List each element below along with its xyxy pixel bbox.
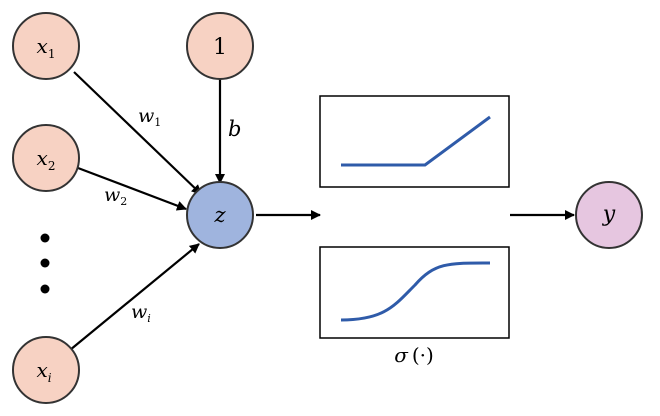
edge-x1-z xyxy=(73,71,202,195)
svg-text:x2: x2 xyxy=(37,146,56,173)
input-node-x2: x2 xyxy=(12,124,80,192)
ellipsis-dot xyxy=(40,258,50,268)
node-x1-sub: 1 xyxy=(48,47,56,61)
svg-text:xi: xi xyxy=(36,358,51,385)
input-node-xi: xi xyxy=(12,336,80,404)
edge-x2-z xyxy=(77,166,187,211)
node-x1-var: x xyxy=(37,34,48,58)
weight-label-w2: w2 xyxy=(104,184,127,208)
node-xi-sub: i xyxy=(48,371,52,385)
node-y-label: y xyxy=(602,202,616,227)
node-x2-sub: 2 xyxy=(48,159,56,173)
summation-node-z: z xyxy=(186,181,254,249)
output-node-y: y xyxy=(575,181,643,249)
bias-node: 1 xyxy=(186,12,254,80)
node-x2-var: x xyxy=(37,146,48,170)
edge-xi-z xyxy=(69,243,200,351)
weight-label-wi: wi xyxy=(131,301,151,325)
input-node-x1: x1 xyxy=(12,12,80,80)
ellipsis-dot xyxy=(40,284,50,294)
relu-curve xyxy=(341,115,491,167)
sigmoid-activation-box xyxy=(319,246,510,339)
bias-label-b: b xyxy=(228,117,241,141)
svg-text:x1: x1 xyxy=(37,34,56,61)
ellipsis-dot xyxy=(40,233,50,243)
bias-node-label: 1 xyxy=(213,35,227,60)
node-z-label: z xyxy=(213,203,226,227)
relu-activation-box xyxy=(319,95,510,188)
node-xi-var: x xyxy=(36,358,47,382)
activation-function-label: σ(·) xyxy=(394,343,434,367)
weight-label-w1: w1 xyxy=(138,105,161,129)
sigmoid-curve xyxy=(340,261,491,322)
